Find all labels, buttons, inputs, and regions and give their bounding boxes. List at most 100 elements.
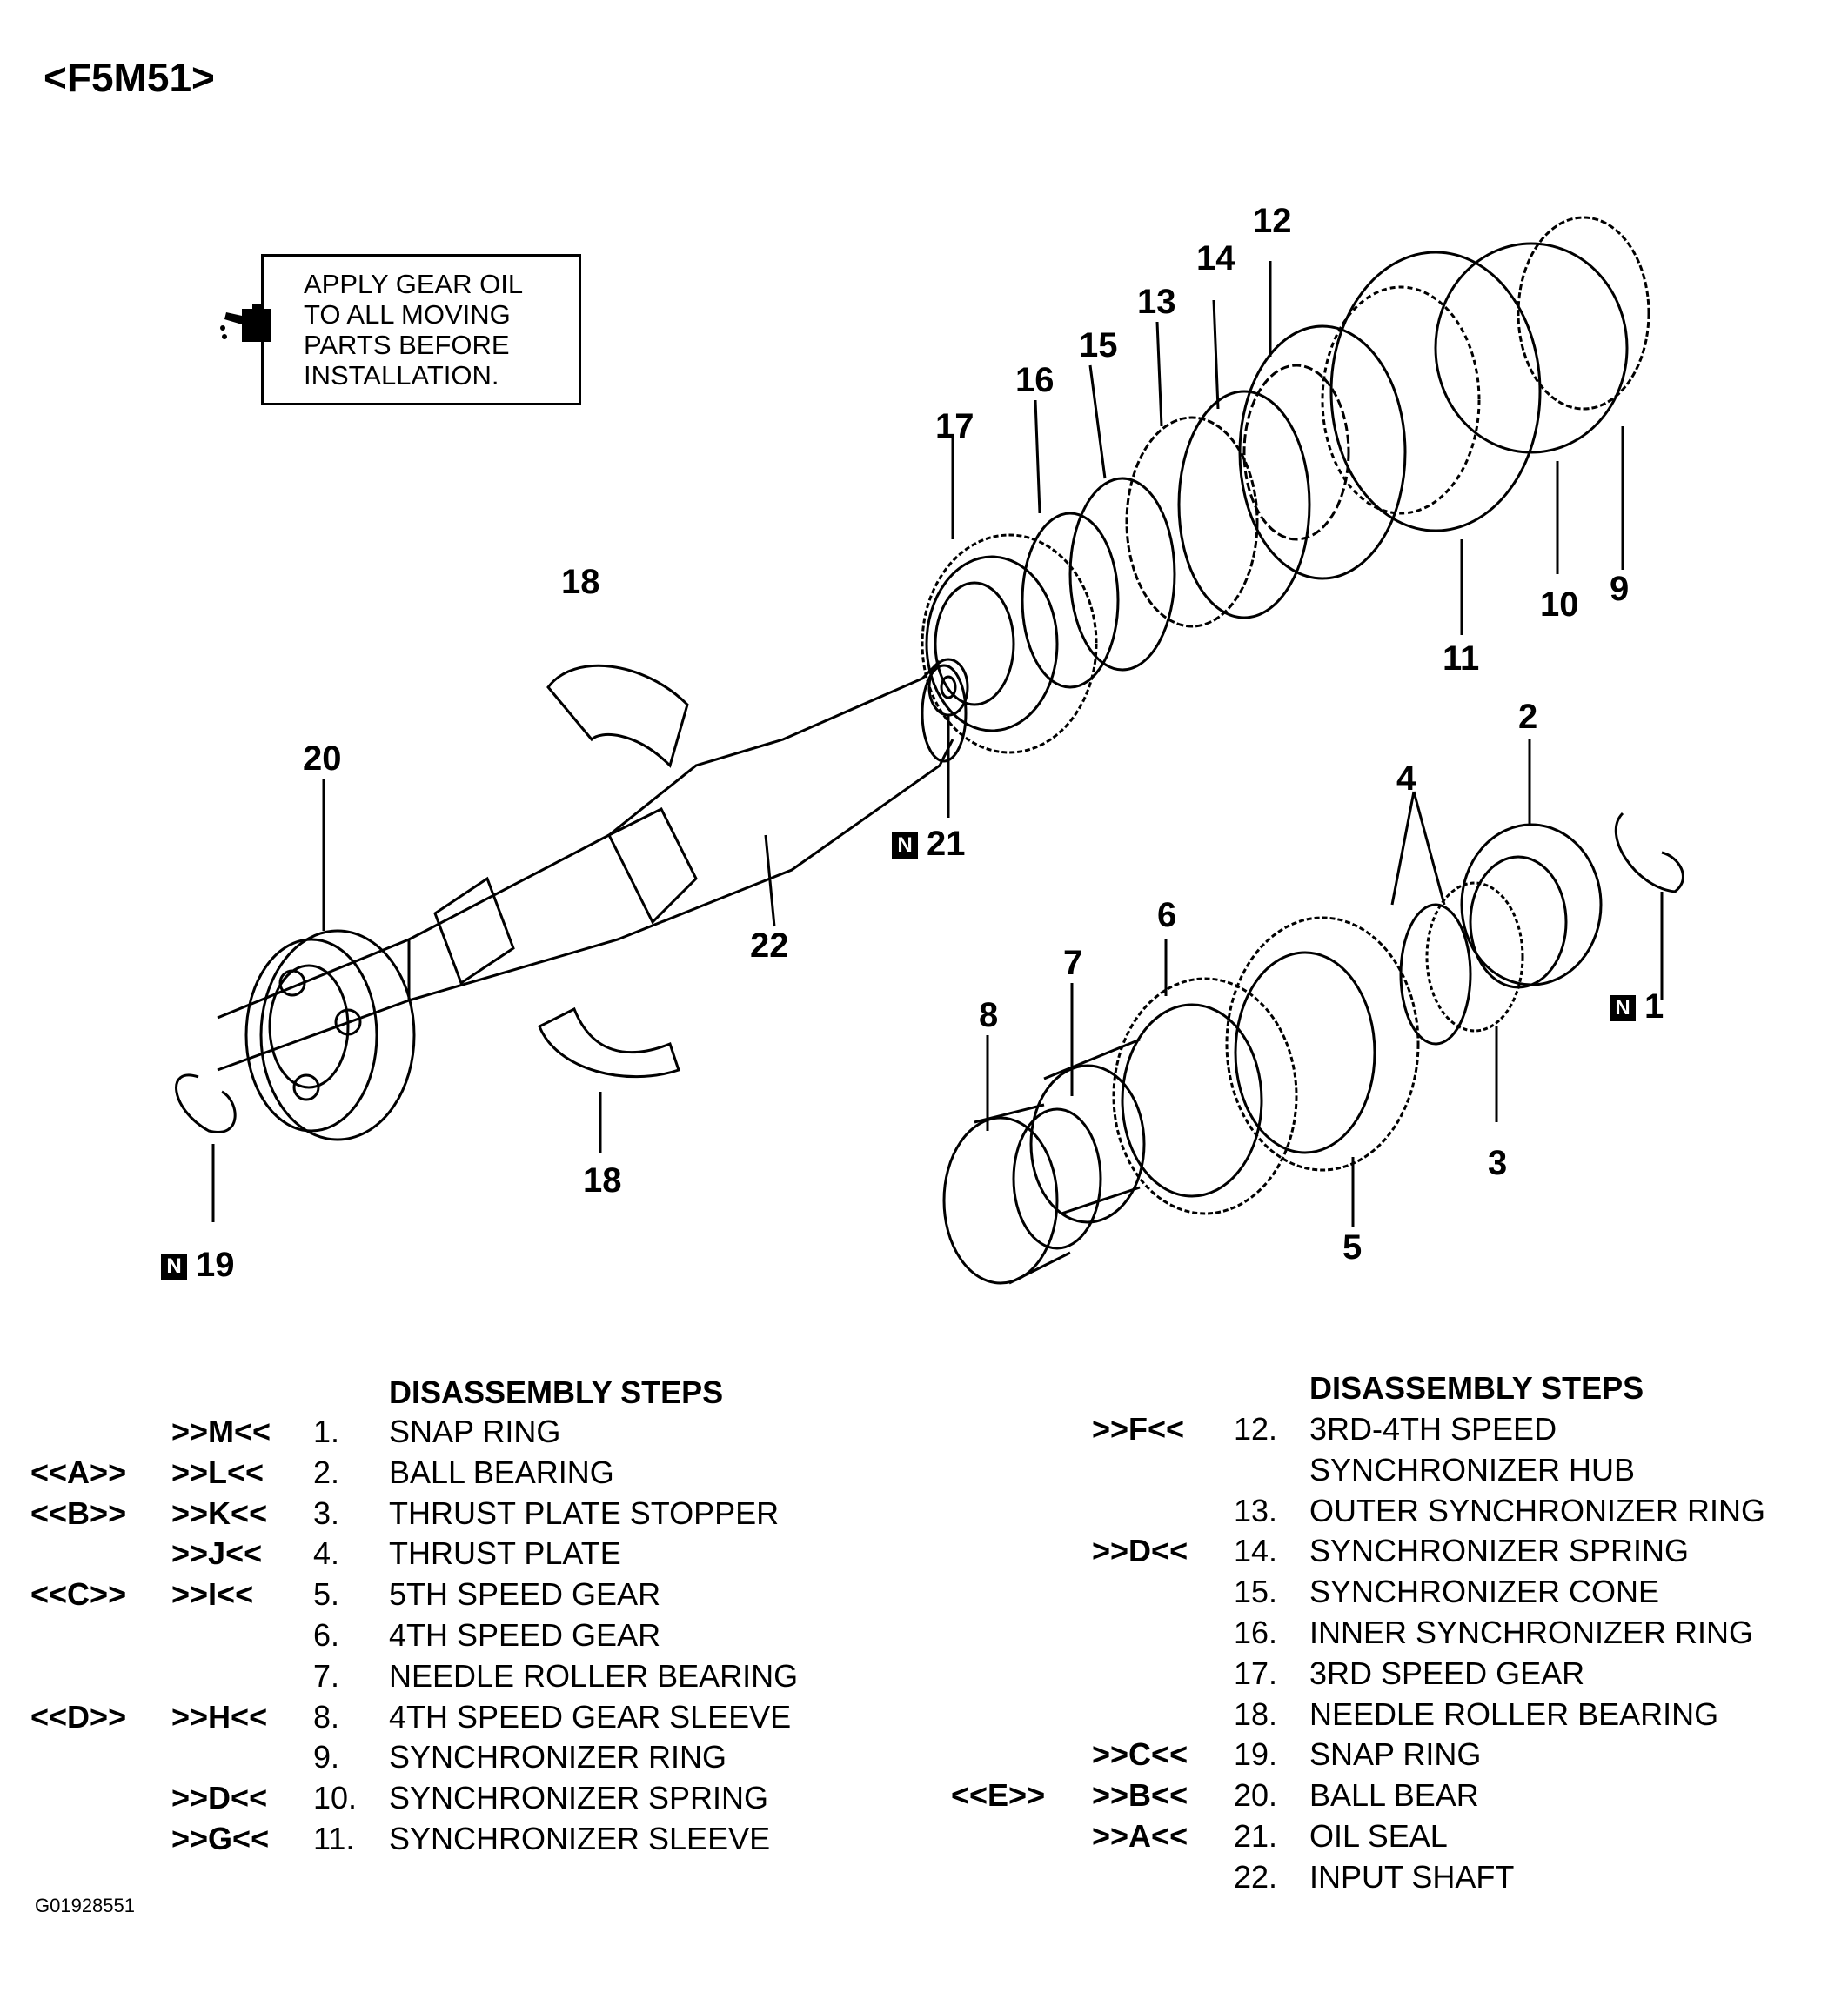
callout-19-row: N 19 [161, 1246, 235, 1285]
step-label: SYNCHRONIZER HUB [1309, 1451, 1636, 1488]
step-number: 19. [1234, 1736, 1278, 1773]
step-number: 1. [313, 1414, 340, 1449]
step-label: 4TH SPEED GEAR [389, 1617, 661, 1653]
step-number: 7. [313, 1657, 340, 1694]
step-label: 3RD-4TH SPEED [1309, 1411, 1557, 1447]
callout-19: 19 [196, 1246, 235, 1284]
step-number: 13. [1234, 1492, 1278, 1528]
step-code: >>L<< [171, 1454, 264, 1490]
step-code: >>B<< [1092, 1777, 1188, 1814]
step-number: 5. [313, 1576, 340, 1613]
gear-oil-note-text: APPLY GEAR OIL TO ALL MOVING PARTS BEFOR… [304, 269, 524, 391]
callout-12: 12 [1253, 202, 1292, 240]
callout-18-bottom: 18 [583, 1161, 622, 1200]
step-code: <<C>> [30, 1576, 127, 1613]
step-label: SYNCHRONIZER CONE [1309, 1574, 1660, 1610]
step-number: 21. [1234, 1818, 1278, 1854]
new-part-badge: N [1610, 995, 1636, 1021]
step-number: 9. [313, 1739, 340, 1775]
new-part-badge: N [161, 1254, 187, 1280]
step-code: >>F<< [1092, 1411, 1185, 1447]
step-code: >>K<< [171, 1494, 268, 1531]
step-label: THRUST PLATE STOPPER [389, 1494, 780, 1531]
new-part-badge: N [892, 832, 918, 859]
callout-3: 3 [1488, 1144, 1508, 1182]
step-code: >>G<< [171, 1821, 270, 1856]
synchronizer-spring-10 [1434, 242, 1629, 574]
callout-21-row: N 21 [892, 825, 966, 864]
step-number: 16. [1234, 1615, 1278, 1650]
step-number: 11. [313, 1821, 355, 1856]
step-code: >>I<< [171, 1576, 254, 1613]
step-number: 4. [313, 1535, 340, 1572]
callout-5: 5 [1342, 1228, 1363, 1267]
step-number: 3. [313, 1494, 340, 1531]
snap-ring-1 [1614, 812, 1684, 1000]
callout-1: 1 [1644, 987, 1664, 1026]
step-label: SYNCHRONIZER SLEEVE [389, 1821, 771, 1856]
step-label: 5TH SPEED GEAR [389, 1576, 661, 1613]
callout-11: 11 [1443, 639, 1480, 678]
callout-8: 8 [979, 996, 999, 1034]
thrust-plate-4 [1390, 791, 1472, 1046]
callout-22: 22 [750, 926, 789, 965]
step-code: >>C<< [1092, 1736, 1188, 1773]
step-label: BALL BEARING [389, 1454, 614, 1490]
step-label: 4TH SPEED GEAR SLEEVE [389, 1698, 792, 1735]
callout-21: 21 [927, 825, 966, 863]
figure-code: G01928551 [35, 1895, 135, 1916]
ball-bearing-2 [1460, 739, 1603, 989]
callout-17: 17 [935, 407, 974, 445]
callout-6: 6 [1157, 896, 1177, 934]
callout-20: 20 [303, 739, 342, 778]
needle-roller-bearing-7 [1029, 983, 1146, 1224]
step-number: 17. [1234, 1655, 1278, 1691]
step-code: >>M<< [171, 1414, 271, 1449]
step-label: INNER SYNCHRONIZER RING [1309, 1615, 1754, 1650]
step-label: SYNCHRONIZER RING [389, 1739, 727, 1775]
callout-2: 2 [1518, 698, 1538, 736]
step-number: 10. [313, 1780, 358, 1816]
callout-9: 9 [1610, 570, 1630, 608]
step-label: 3RD SPEED GEAR [1309, 1655, 1585, 1691]
gear-oil-note: APPLY GEAR OIL TO ALL MOVING PARTS BEFOR… [261, 254, 581, 405]
step-label: SNAP RING [389, 1414, 561, 1449]
input-shaft-22 [217, 659, 968, 1072]
exploded-view-diagram [175, 216, 1684, 1285]
thrust-plate-stopper-3 [1425, 881, 1524, 1122]
needle-roller-bearing-18 [538, 664, 689, 1153]
step-code: >>A<< [1092, 1818, 1188, 1854]
step-number: 8. [313, 1698, 340, 1735]
synchronizer-sleeve-11 [1321, 251, 1542, 635]
step-label: OIL SEAL [1309, 1818, 1448, 1854]
step-label: NEEDLE ROLLER BEARING [1309, 1695, 1719, 1732]
synchronizer-ring-9 [1517, 216, 1650, 570]
step-number: 6. [313, 1617, 340, 1653]
step-number: 20. [1234, 1777, 1278, 1814]
ball-bearing-20 [244, 779, 416, 1141]
callout-15: 15 [1079, 326, 1118, 364]
oil-can-icon [220, 304, 271, 342]
step-number: 18. [1234, 1695, 1278, 1732]
callout-18-top: 18 [561, 563, 600, 601]
step-code: <<A>> [30, 1454, 127, 1490]
step-label: THRUST PLATE [389, 1535, 621, 1572]
step-code: <<D>> [30, 1698, 127, 1735]
step-code: >>J<< [171, 1535, 263, 1572]
callout-14: 14 [1196, 239, 1235, 277]
step-number: 22. [1234, 1858, 1278, 1895]
callout-10: 10 [1540, 585, 1579, 624]
step-label: INPUT SHAFT [1309, 1858, 1515, 1895]
synchronizer-rings-16-13 [1021, 299, 1311, 689]
step-number: 14. [1234, 1533, 1278, 1569]
step-code: >>D<< [1092, 1533, 1188, 1569]
steps-right-heading: DISASSEMBLY STEPS [1309, 1370, 1644, 1406]
step-code: <<E>> [951, 1777, 1046, 1814]
step-label: SYNCHRONIZER SPRING [389, 1780, 769, 1816]
step-code: <<B>> [30, 1494, 127, 1531]
gear-sleeve-8 [942, 1035, 1102, 1285]
callout-4: 4 [1396, 759, 1416, 798]
synchronizer-hub-12 [1238, 261, 1407, 580]
step-code: >>H<< [171, 1698, 268, 1735]
diagram-title: <F5M51> [44, 55, 215, 100]
